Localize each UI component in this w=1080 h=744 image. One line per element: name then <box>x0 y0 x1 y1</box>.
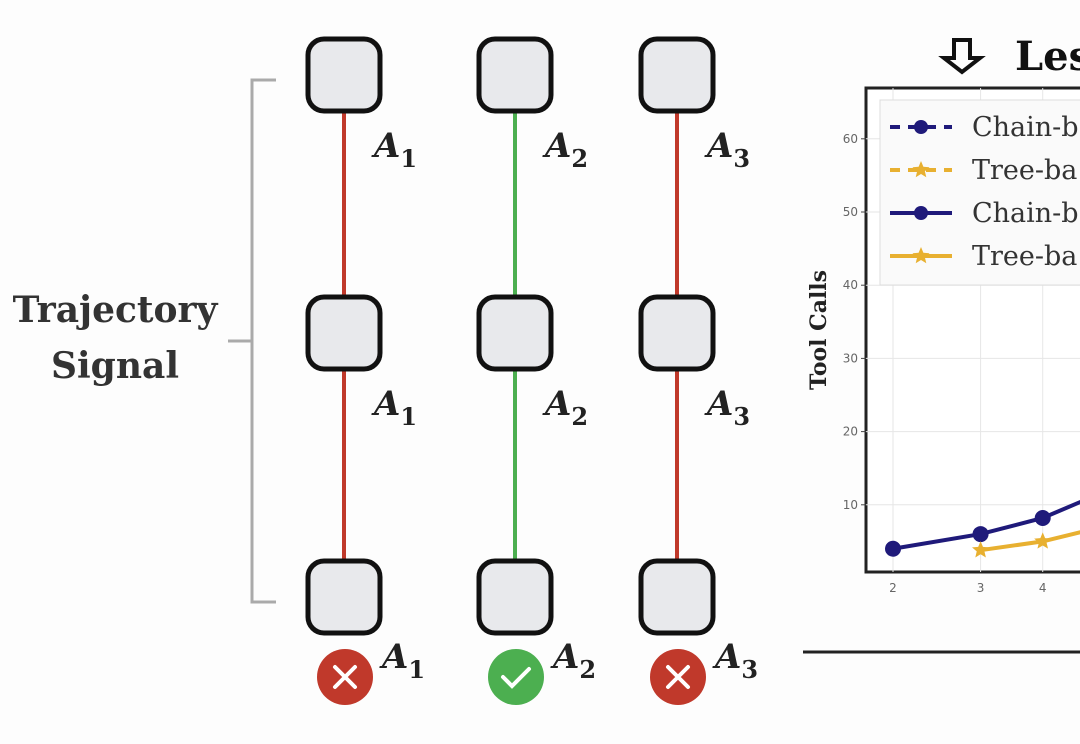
success-badge <box>488 649 544 705</box>
step-node <box>476 294 554 372</box>
agent-label: A1 <box>371 384 417 431</box>
step-node <box>476 558 554 636</box>
down-arrow-icon <box>938 38 986 75</box>
agent-label: A1 <box>371 126 417 173</box>
y-tick-label: 50 <box>843 205 858 219</box>
bracket <box>228 78 276 604</box>
star-marker <box>972 541 990 558</box>
y-tick-label: 30 <box>843 351 858 365</box>
trajectory-signal-label: Trajectory Signal <box>0 282 230 394</box>
agent-label: A3 <box>712 637 758 684</box>
step-node <box>638 36 716 114</box>
y-axis-label: Tool Calls <box>806 270 832 390</box>
agent-label: A3 <box>704 384 750 431</box>
star-marker <box>912 247 930 264</box>
chart-title: Les <box>1015 33 1080 80</box>
circle-marker <box>885 540 901 557</box>
check-icon <box>501 667 531 689</box>
step-node <box>476 36 554 114</box>
step-node <box>305 294 383 372</box>
agent-label: A2 <box>542 384 588 431</box>
x-icon <box>333 665 357 689</box>
label-line-1: Trajectory <box>12 289 218 331</box>
y-tick-label: 10 <box>843 498 858 512</box>
step-node <box>305 36 383 114</box>
step-node <box>638 294 716 372</box>
star-marker <box>1034 532 1052 549</box>
agent-label: A1 <box>379 637 425 684</box>
star-marker <box>912 161 930 178</box>
y-tick-label: 60 <box>843 132 858 146</box>
y-tick-label: 40 <box>843 278 858 292</box>
legend-marker <box>914 206 928 220</box>
legend-label: Tree-ba <box>972 241 1077 272</box>
x-tick-label: 4 <box>1039 581 1047 595</box>
circle-marker <box>1034 509 1051 526</box>
step-node <box>305 558 383 636</box>
x-icon <box>666 665 690 689</box>
legend-label: Chain-b <box>972 112 1079 143</box>
agent-label: A3 <box>704 126 750 173</box>
circle-marker <box>972 526 989 543</box>
y-tick-label: 20 <box>843 425 858 439</box>
agent-label: A2 <box>542 126 588 173</box>
step-node <box>638 558 716 636</box>
agent-label: A2 <box>550 637 596 684</box>
legend-marker <box>914 120 928 134</box>
x-tick-label: 3 <box>977 581 985 595</box>
legend-label: Chain-b <box>972 198 1079 229</box>
series-line <box>892 499 1080 551</box>
legend-label: Tree-ba <box>972 155 1077 186</box>
label-line-2: Signal <box>50 345 180 387</box>
x-tick-label: 2 <box>889 581 897 595</box>
